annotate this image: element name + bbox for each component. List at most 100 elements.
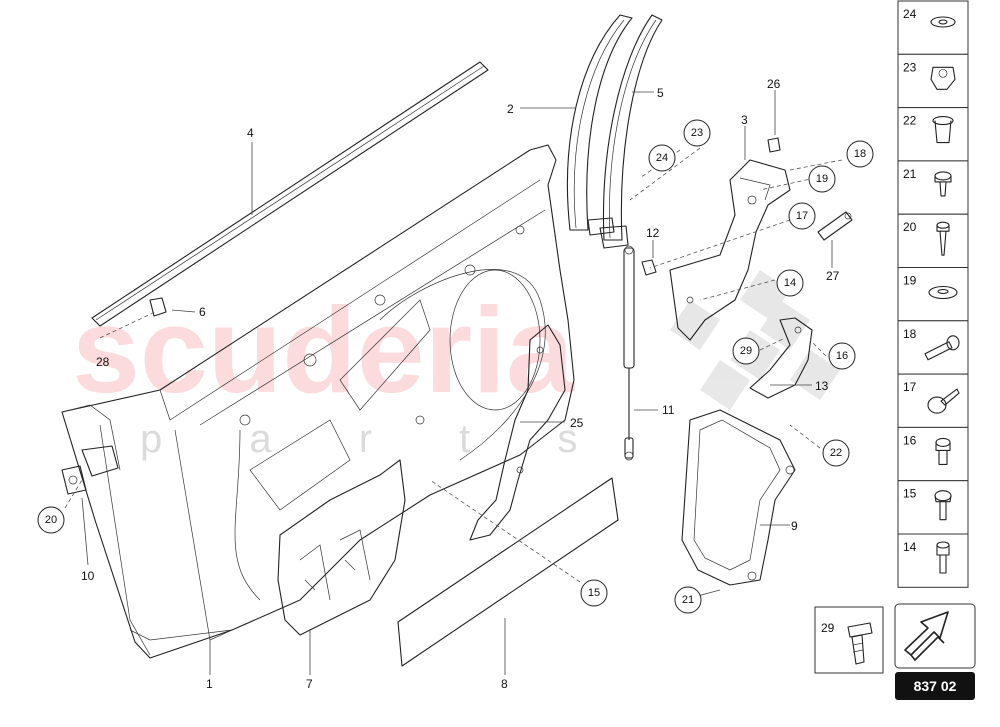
svg-text:21: 21 xyxy=(682,594,694,606)
watermark-sub: p a r t s xyxy=(140,417,615,461)
part-3-hinge xyxy=(669,137,791,341)
legend-label-24: 24 xyxy=(903,7,917,21)
reference-label: 837 02 xyxy=(914,678,957,694)
legend-cell-16: 16 xyxy=(897,426,969,482)
reference-label-bg xyxy=(895,672,975,700)
part-7-insulation-pad xyxy=(277,459,406,636)
svg-text:20: 20 xyxy=(45,514,57,526)
callout-15: 15 xyxy=(580,579,608,607)
label-27: 27 xyxy=(826,269,840,283)
label-25: 25 xyxy=(570,416,584,430)
legend-cell-17: 17 xyxy=(897,373,969,428)
legend-label-18: 18 xyxy=(903,327,917,341)
part-12-nut xyxy=(641,259,657,276)
screw-long-icon xyxy=(936,221,950,256)
part-8-foil-sheet xyxy=(397,477,619,667)
legend-29-label: 29 xyxy=(821,621,835,635)
part-13-check-strap xyxy=(749,317,813,399)
legend-label-22: 22 xyxy=(903,114,917,128)
screw-small-icon xyxy=(934,171,952,197)
callout-20: 20 xyxy=(37,506,65,534)
legend-label-15: 15 xyxy=(903,487,917,501)
legend-cell-24: 24 xyxy=(897,0,969,55)
arrow-icon xyxy=(904,611,949,662)
part-10-bracket xyxy=(61,445,119,495)
part-6-clip xyxy=(149,297,167,317)
part-27-bolt xyxy=(817,211,853,241)
legend-label-23: 23 xyxy=(903,60,917,74)
watermark: scuderia p a r t s xyxy=(72,270,840,461)
legend-cell-20: 20 xyxy=(897,213,969,268)
legend-box-29: 29 xyxy=(814,606,884,674)
bolt-flange-icon xyxy=(927,388,960,414)
callout-29: 29 xyxy=(732,337,760,365)
nut-icon xyxy=(930,66,956,90)
callout-14: 14 xyxy=(776,269,804,297)
label-7: 7 xyxy=(306,677,313,691)
legend-label-16: 16 xyxy=(903,433,917,447)
washer-icon xyxy=(930,16,956,28)
svg-text:16: 16 xyxy=(836,350,848,362)
label-1: 1 xyxy=(206,677,213,691)
legend-cell-19: 19 xyxy=(897,267,969,322)
screw-socket-icon xyxy=(935,437,951,465)
callout-18: 18 xyxy=(846,140,874,168)
label-26: 26 xyxy=(767,77,781,91)
screw-29-icon xyxy=(847,622,873,665)
screw-button-icon xyxy=(934,490,952,521)
part-25-reinforcement xyxy=(469,324,566,541)
legend-label-19: 19 xyxy=(903,274,917,288)
callout-22: 22 xyxy=(822,439,850,467)
label-4: 4 xyxy=(247,126,254,140)
svg-text:15: 15 xyxy=(588,587,600,599)
svg-text:24: 24 xyxy=(656,152,668,164)
circled-callouts: 23 24 18 19 17 14 29 16 22 21 15 20 xyxy=(37,119,874,614)
svg-text:19: 19 xyxy=(816,173,828,185)
part-4-seal-strip xyxy=(91,61,489,327)
label-10: 10 xyxy=(81,569,95,583)
callout-16: 16 xyxy=(828,342,856,370)
watermark-main: scuderia xyxy=(72,282,575,418)
legend-label-14: 14 xyxy=(903,540,917,554)
label-8: 8 xyxy=(501,677,508,691)
label-12: 12 xyxy=(646,226,660,240)
leader-lines xyxy=(81,90,833,675)
part-labels: 4 6 28 2 5 3 26 27 12 11 25 13 9 1 7 8 1… xyxy=(81,77,840,691)
legend-cell-15: 15 xyxy=(897,480,969,535)
part-5-window-rail xyxy=(599,14,663,249)
washer-large-icon xyxy=(928,285,958,300)
svg-text:18: 18 xyxy=(854,148,866,160)
legend-label-20: 20 xyxy=(903,220,917,234)
legend-cell-21: 21 xyxy=(897,160,969,215)
legend-label-17: 17 xyxy=(903,380,917,394)
legend-cell-22: 22 xyxy=(897,107,969,162)
callout-23: 23 xyxy=(683,119,711,147)
fastener-legend: 24 23 22 21 20 19 18 17 16 15 14 xyxy=(897,0,969,588)
label-6: 6 xyxy=(199,305,206,319)
svg-text:29: 29 xyxy=(740,345,752,357)
legend-label-21: 21 xyxy=(903,167,917,181)
svg-text:23: 23 xyxy=(691,127,703,139)
reference-box: 837 02 xyxy=(894,603,976,700)
part-1-door-shell xyxy=(61,144,575,659)
label-28: 28 xyxy=(96,355,110,369)
part-2-window-rail xyxy=(566,14,633,236)
legend-cell-14: 14 xyxy=(897,533,969,588)
legend-cell-18: 18 xyxy=(897,320,969,375)
callout-19: 19 xyxy=(808,165,836,193)
label-13: 13 xyxy=(815,379,829,393)
part-11-gas-strut xyxy=(623,245,635,461)
svg-text:17: 17 xyxy=(796,210,808,222)
label-2: 2 xyxy=(507,102,514,116)
label-5: 5 xyxy=(657,86,664,100)
label-3: 3 xyxy=(741,113,748,127)
svg-text:22: 22 xyxy=(830,447,842,459)
clip-nut-icon xyxy=(932,116,954,144)
label-9: 9 xyxy=(791,519,798,533)
part-9-trim-panel xyxy=(681,409,796,586)
svg-text:14: 14 xyxy=(784,277,796,289)
screw-cap-icon xyxy=(936,541,950,574)
callout-24: 24 xyxy=(648,144,676,172)
bolt-long-icon xyxy=(924,335,960,361)
